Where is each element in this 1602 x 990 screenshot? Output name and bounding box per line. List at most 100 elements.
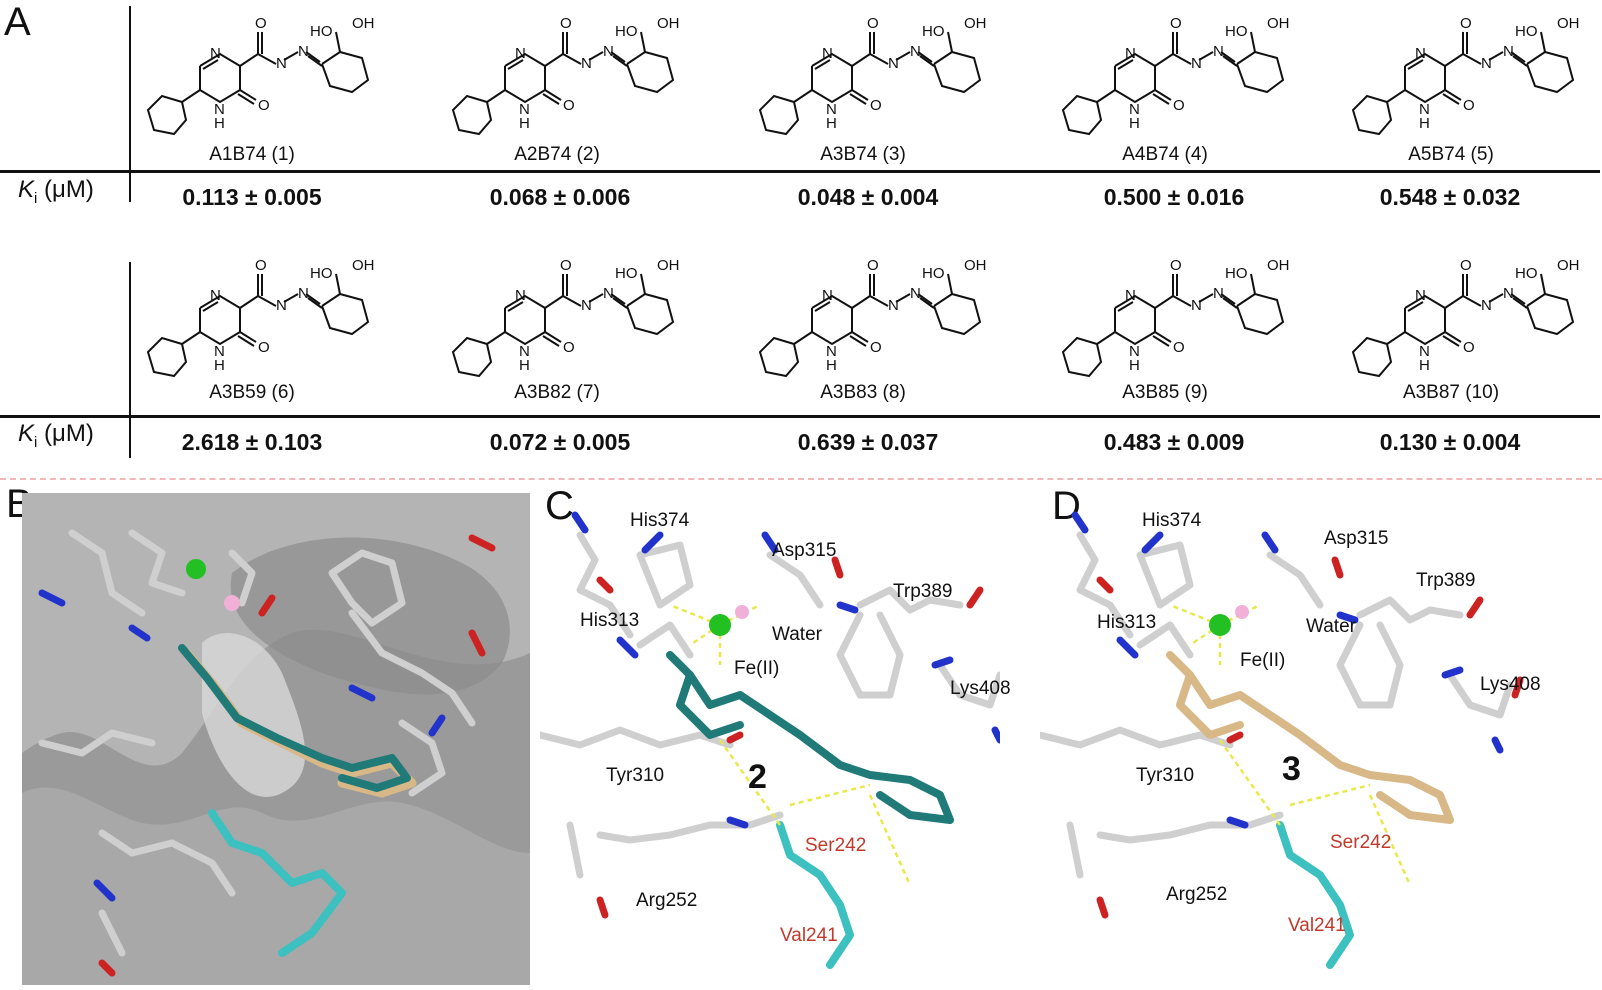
- residue-label: Water: [1306, 616, 1356, 637]
- chemical-structure: N N H O O N N HO OH: [1351, 15, 1580, 136]
- atom-o: O: [1460, 15, 1472, 32]
- atom-o: O: [560, 257, 572, 274]
- panel-letter-c: C: [545, 484, 574, 528]
- ki-header-row2: Ki (μM): [18, 420, 94, 451]
- ligand-number: 3: [1282, 750, 1301, 788]
- atom-n: N: [210, 287, 221, 304]
- atom-h: H: [1129, 357, 1140, 374]
- atom-nh: N: [826, 101, 837, 118]
- compound-label: A4B74 (4): [1122, 144, 1208, 165]
- atom-n: N: [1213, 285, 1224, 302]
- atom-n: N: [910, 285, 921, 302]
- atom-o: O: [255, 15, 267, 32]
- atom-n: N: [888, 55, 899, 72]
- section-divider: [0, 478, 1602, 480]
- residue-label: Fe(II): [734, 658, 780, 679]
- panel-d-binding-site: [1040, 511, 1524, 969]
- atom-ho: HO: [1515, 265, 1538, 282]
- atom-n: N: [603, 43, 614, 60]
- atom-oh: OH: [352, 15, 375, 32]
- atom-nh: N: [1419, 101, 1430, 118]
- atom-ho: HO: [615, 23, 638, 40]
- atom-n: N: [1415, 287, 1426, 304]
- atom-o: O: [258, 339, 270, 356]
- atom-ho: HO: [310, 23, 333, 40]
- ki-header-row1: Ki (μM): [18, 176, 94, 207]
- atom-oh: OH: [657, 257, 680, 274]
- atom-o: O: [563, 97, 575, 114]
- atom-h: H: [214, 115, 225, 132]
- residue-label: Val241: [1288, 915, 1346, 936]
- atom-n: N: [298, 43, 309, 60]
- atom-n: N: [515, 45, 526, 62]
- residue-label: Asp315: [772, 540, 837, 561]
- atom-o: O: [560, 15, 572, 32]
- table-hline-1: [0, 170, 1600, 173]
- residue-label: His374: [1142, 510, 1202, 531]
- atom-ho: HO: [1225, 265, 1248, 282]
- atom-n: N: [276, 297, 287, 314]
- compound-label: A3B82 (7): [514, 382, 600, 403]
- atom-n: N: [1415, 45, 1426, 62]
- ki-value: 0.113 ± 0.005: [182, 184, 322, 210]
- atom-n: N: [515, 287, 526, 304]
- atom-n: N: [1213, 43, 1224, 60]
- atom-o: O: [563, 339, 575, 356]
- residue-label: Fe(II): [1240, 650, 1286, 671]
- atom-nh: N: [1419, 343, 1430, 360]
- ki-value: 0.072 ± 0.005: [489, 429, 631, 455]
- residue-label: Ser242: [1330, 832, 1392, 853]
- atom-h: H: [826, 115, 837, 132]
- panel-b-surface-view: [22, 493, 530, 985]
- ki-value: 0.500 ± 0.016: [1103, 184, 1245, 210]
- atom-n: N: [1191, 55, 1202, 72]
- atom-n: N: [1503, 285, 1514, 302]
- compound-label: A1B74 (1): [209, 144, 295, 165]
- compound-label: A5B74 (5): [1408, 144, 1494, 165]
- ki-value: 0.483 ± 0.009: [1103, 429, 1245, 455]
- atom-o: O: [1173, 339, 1185, 356]
- atom-h: H: [826, 357, 837, 374]
- residue-label: Trp389: [1416, 570, 1476, 591]
- ki-value: 0.548 ± 0.032: [1379, 184, 1521, 210]
- chemical-structure: N N H O O N N HO OH: [146, 257, 375, 378]
- atom-ho: HO: [310, 265, 333, 282]
- atom-n: N: [888, 297, 899, 314]
- atom-nh: N: [214, 101, 225, 118]
- atom-n: N: [1125, 45, 1136, 62]
- compound-label: A3B59 (6): [209, 382, 295, 403]
- chemical-structure: N N H O O N N HO OH: [1061, 15, 1290, 136]
- chemical-structure: N N H O O N N HO OH: [146, 15, 375, 136]
- atom-o: O: [255, 257, 267, 274]
- chemical-structure: N N H O O N N HO OH: [451, 15, 680, 136]
- atom-n: N: [822, 287, 833, 304]
- atom-ho: HO: [922, 265, 945, 282]
- atom-nh: N: [826, 343, 837, 360]
- atom-h: H: [1129, 115, 1140, 132]
- atom-ho: HO: [1225, 23, 1248, 40]
- ligand-number: 2: [748, 758, 767, 796]
- compound-label: A3B87 (10): [1402, 382, 1500, 403]
- atom-n: N: [276, 55, 287, 72]
- residue-label: Arg252: [636, 890, 698, 911]
- atom-h: H: [1419, 115, 1430, 132]
- atom-nh: N: [1129, 101, 1140, 118]
- atom-o: O: [258, 97, 270, 114]
- atom-o: O: [870, 97, 882, 114]
- atom-n: N: [298, 285, 309, 302]
- table-hline-2: [0, 415, 1600, 418]
- atom-o: O: [1173, 97, 1185, 114]
- atom-o: O: [867, 15, 879, 32]
- compound-label: A3B74 (3): [820, 144, 906, 165]
- compound-label: A2B74 (2): [514, 144, 600, 165]
- residue-label: Water: [772, 624, 822, 645]
- ki-value: 0.068 ± 0.006: [489, 184, 631, 210]
- compound-label: A3B83 (8): [820, 382, 906, 403]
- residue-label: Tyr310: [1136, 765, 1195, 786]
- ki-value: 2.618 ± 0.103: [181, 429, 323, 455]
- panel-c-binding-site: [540, 511, 1000, 969]
- atom-n: N: [581, 297, 592, 314]
- atom-o: O: [1460, 257, 1472, 274]
- ki-value: 0.048 ± 0.004: [797, 184, 939, 210]
- atom-n: N: [1503, 43, 1514, 60]
